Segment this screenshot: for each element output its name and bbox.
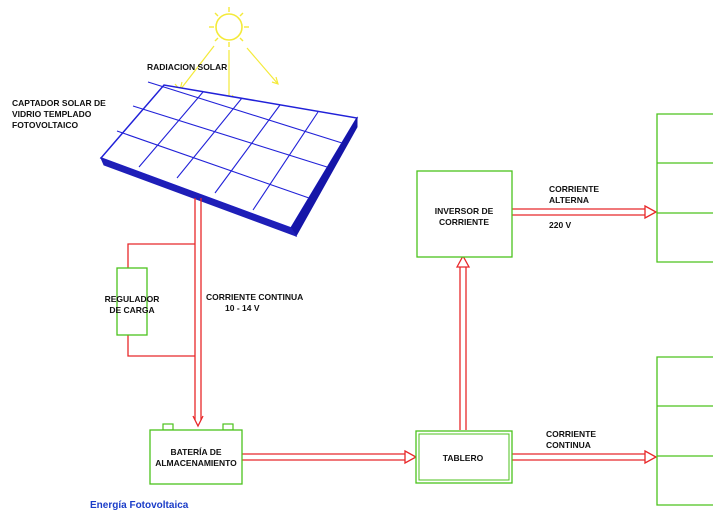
footer-caption: Energía Fotovoltaica bbox=[90, 500, 189, 511]
battery-box bbox=[149, 423, 243, 485]
inverter-label-line2: CORRIENTE bbox=[439, 217, 489, 227]
wires bbox=[127, 198, 658, 465]
radiation-label: RADIACION SOLAR bbox=[147, 62, 227, 72]
solar-panel-icon bbox=[99, 81, 359, 237]
captador-label-line3: FOTOVOLTAICO bbox=[12, 120, 78, 130]
regulator-box bbox=[116, 267, 148, 336]
regulator-label-line1: REGULADOR bbox=[105, 294, 160, 304]
battery-label-line1: BATERÍA DE bbox=[171, 447, 222, 457]
inverter-label-line1: INVERSOR DE bbox=[435, 206, 494, 216]
ac-label-line2: ALTERNA bbox=[549, 195, 589, 205]
output-box-bottom bbox=[656, 356, 713, 506]
sun-icon bbox=[209, 7, 249, 47]
ac-voltage-label: 220 V bbox=[549, 220, 572, 230]
tablero-label: TABLERO bbox=[443, 453, 484, 463]
dc-voltage-label-line2: 10 - 14 V bbox=[225, 303, 260, 313]
dc-output-label-line2: CONTINUA bbox=[546, 440, 591, 450]
dc-voltage-label-line1: CORRIENTE CONTINUA bbox=[206, 292, 303, 302]
ac-label-line1: CORRIENTE bbox=[549, 184, 599, 194]
output-box-top bbox=[656, 113, 713, 263]
captador-label-line2: VIDRIO TEMPLADO bbox=[12, 109, 92, 119]
regulator-label-line2: DE CARGA bbox=[109, 305, 154, 315]
battery-label-line2: ALMACENAMIENTO bbox=[155, 458, 237, 468]
dc-output-label-line1: CORRIENTE bbox=[546, 429, 596, 439]
captador-label-line1: CAPTADOR SOLAR DE bbox=[12, 98, 106, 108]
tablero-box bbox=[415, 430, 513, 484]
inversor-box bbox=[416, 170, 513, 258]
